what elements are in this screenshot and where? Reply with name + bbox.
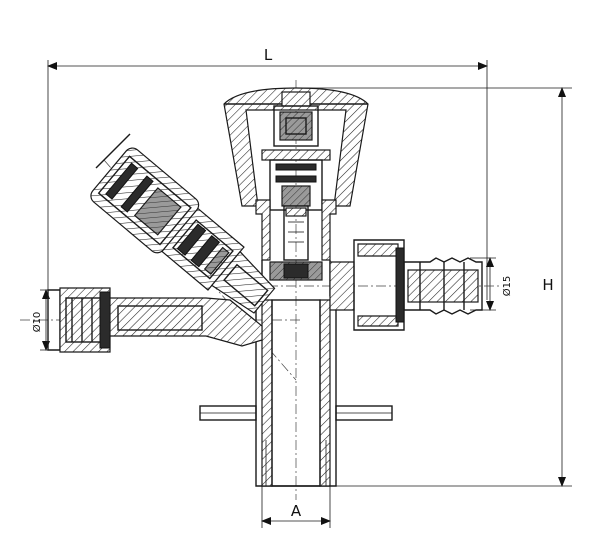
angled-branch — [90, 147, 276, 314]
wall-plate — [199, 405, 393, 421]
dimension-height: H — [300, 87, 572, 487]
handle-knob — [223, 87, 369, 207]
length-label: L — [264, 46, 273, 64]
right-hose-outlet — [329, 239, 483, 331]
dimension-diameter-large: Ø15 — [470, 257, 513, 311]
valve-body — [255, 260, 337, 487]
connection-label: A — [291, 502, 302, 520]
spindle-bonnet — [255, 149, 337, 281]
diameter-large-label: Ø15 — [501, 276, 513, 297]
left-outlet — [47, 287, 263, 353]
dimension-connection: A — [261, 486, 331, 528]
diameter-small-label: Ø10 — [31, 312, 43, 333]
height-label: H — [542, 276, 553, 294]
